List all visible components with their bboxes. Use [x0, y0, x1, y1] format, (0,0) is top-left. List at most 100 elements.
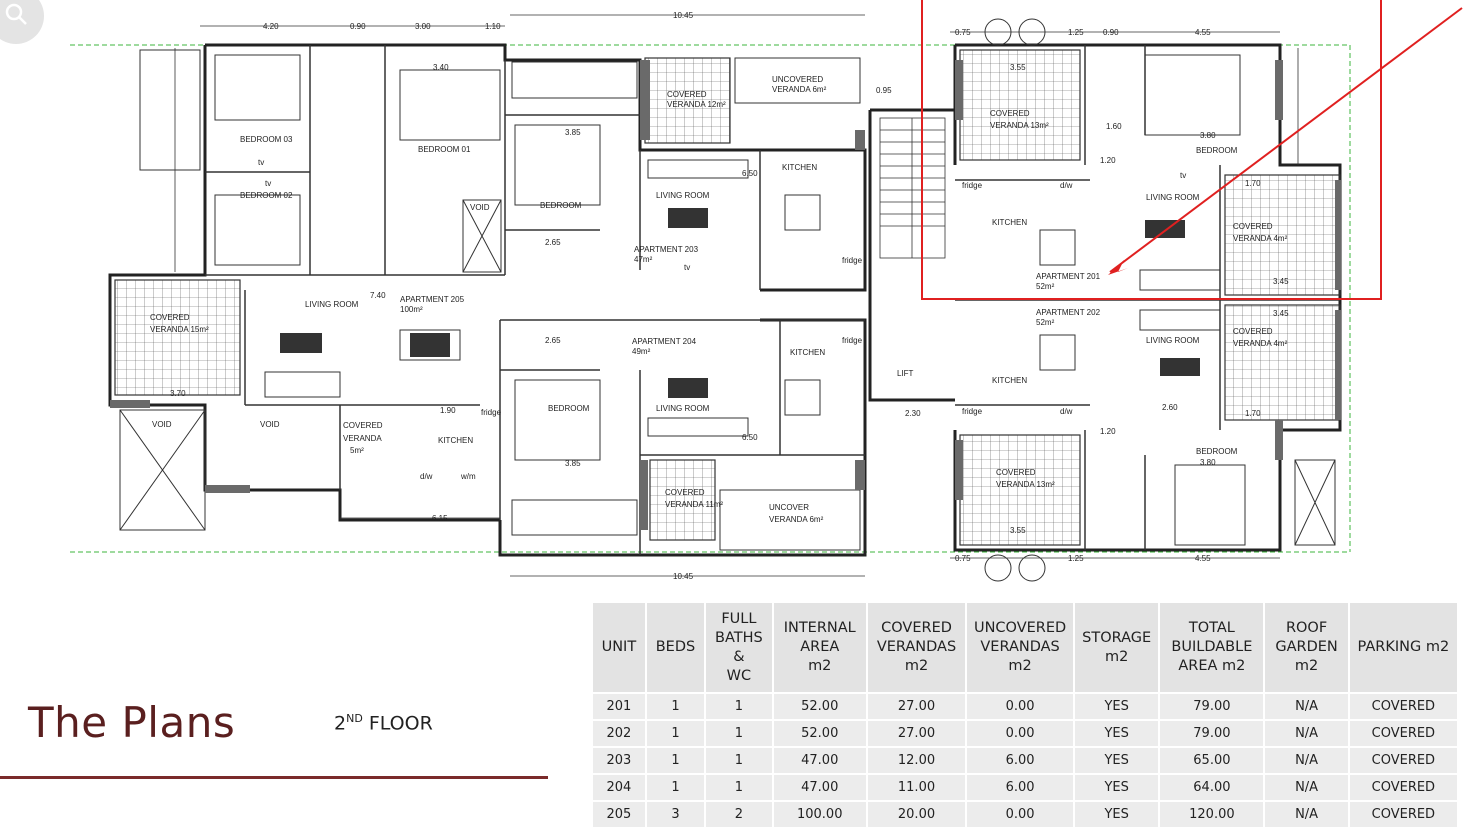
- veranda-label: VERANDA 13m²: [996, 480, 1055, 489]
- dim-text: 1.70: [1245, 409, 1261, 418]
- dim-text: 3.00: [415, 22, 431, 31]
- table-header-cell: PARKING m2: [1348, 603, 1460, 693]
- table-cell: N/A: [1264, 692, 1350, 720]
- table-header-line: m2: [1104, 648, 1129, 665]
- veranda-label: UNCOVER: [769, 503, 809, 512]
- apartment-203-area: 47m²: [634, 255, 653, 264]
- room-label-bedroom: BEDROOM: [1196, 447, 1238, 456]
- table-cell: 27.00: [866, 719, 968, 747]
- table-cell: 201: [593, 692, 647, 720]
- dim-text: 6.50: [742, 169, 758, 178]
- table-cell: YES: [1073, 692, 1161, 720]
- table-cell: 120.00: [1159, 800, 1266, 827]
- table-cell: YES: [1073, 773, 1161, 801]
- dim-text: 10.45: [673, 11, 694, 20]
- dim-text: 3.70: [170, 389, 186, 398]
- table-cell: 6.00: [966, 773, 1075, 801]
- apartment-204-area: 49m²: [632, 347, 651, 356]
- table-header-cell: UNCOVERED VERANDAS m2: [966, 603, 1075, 693]
- void-label: VOID: [152, 420, 172, 429]
- room-label-living: LIVING ROOM: [656, 404, 710, 413]
- table-cell: YES: [1073, 746, 1161, 774]
- table-cell: 0.00: [966, 800, 1075, 827]
- interior-walls: [205, 45, 1340, 555]
- dim-text: 6.50: [742, 433, 758, 442]
- fixture-label: tv: [265, 179, 271, 188]
- veranda-label: COVERED: [990, 109, 1030, 118]
- room-label-kitchen: KITCHEN: [992, 376, 1027, 385]
- table-header-line: TOTAL: [1188, 620, 1235, 636]
- table-cell: 1: [705, 692, 774, 720]
- table-cell: 11.00: [866, 773, 968, 801]
- veranda-label: VERANDA 11m²: [665, 500, 723, 509]
- veranda-label: COVERED: [1233, 327, 1273, 336]
- dim-text: 0.90: [1103, 28, 1119, 37]
- dim-text: 7.40: [370, 291, 386, 300]
- veranda-label: COVERED: [1233, 222, 1273, 231]
- fixture-label: fridge: [842, 256, 863, 265]
- dim-text: 3.80: [1200, 131, 1216, 140]
- table-header-line: BATHS &: [715, 629, 763, 665]
- table-cell: 1: [645, 773, 707, 801]
- table-header-line: AREA m2: [1178, 658, 1246, 674]
- uncovered-areas: [511, 57, 861, 551]
- fixture-label: fridge: [962, 407, 983, 416]
- table-header-line: UNCOVERED: [973, 620, 1067, 636]
- wall-stubs: [110, 60, 1341, 530]
- dim-text: 4.55: [1195, 554, 1211, 563]
- table-cell: 20.00: [866, 800, 968, 827]
- page-title: The Plans: [28, 698, 236, 747]
- table-cell: 1: [705, 719, 774, 747]
- table-cell: 6.00: [966, 746, 1075, 774]
- fixture-label: d/w: [420, 472, 433, 481]
- dim-text: 1.90: [440, 406, 456, 415]
- table-cell: 64.00: [1159, 773, 1266, 801]
- room-label-bedroom-02: BEDROOM 02: [240, 191, 293, 200]
- apartment-205-label: APARTMENT 205: [400, 295, 465, 304]
- table-header-cell: BEDS: [645, 603, 707, 693]
- table-header-line: m2: [808, 658, 832, 674]
- dim-text: 1.60: [1106, 122, 1122, 131]
- dim-text: 3.80: [1200, 458, 1216, 467]
- dim-text: 4.20: [263, 22, 279, 31]
- table-cell: 1: [645, 719, 707, 747]
- fixture-label: tv: [1180, 171, 1186, 180]
- dim-text: 3.55: [1010, 63, 1026, 72]
- table-header-line: WC: [726, 667, 752, 684]
- table-header-line: m2: [1294, 658, 1319, 674]
- table-header-line: COVERED: [881, 620, 952, 636]
- dim-text: 1.10: [485, 22, 501, 31]
- table-cell: 1: [705, 746, 774, 774]
- veranda-label: VERANDA 12m²: [667, 100, 726, 109]
- dim-text: 3.55: [1010, 526, 1026, 535]
- table-cell: 47.00: [772, 773, 868, 801]
- table-cell: 1: [705, 773, 774, 801]
- table-cell: N/A: [1264, 719, 1350, 747]
- table-cell: 203: [593, 746, 647, 774]
- dim-text: 0.90: [350, 22, 366, 31]
- void-label: VOID: [260, 420, 280, 429]
- table-header-line: m2: [1008, 658, 1032, 674]
- table-header-line: VERANDAS: [876, 639, 957, 655]
- table-header-line: VERANDAS: [980, 639, 1060, 655]
- apartment-205-area: 100m²: [400, 305, 423, 314]
- dim-text: 3.85: [565, 459, 581, 468]
- apartment-203-label: APARTMENT 203: [634, 245, 699, 254]
- table-header-line: m2: [904, 658, 929, 674]
- table-cell: 0.00: [966, 692, 1075, 720]
- dim-text: 2.60: [1162, 403, 1178, 412]
- dim-text: 1.25: [1068, 554, 1084, 563]
- table-cell: 79.00: [1159, 719, 1266, 747]
- veranda-label: VERANDA 6m²: [769, 515, 824, 524]
- room-label-bedroom: BEDROOM: [1196, 146, 1238, 155]
- table-cell: COVERED: [1348, 800, 1460, 827]
- dimension-lines: [174, 14, 1299, 577]
- floor-plan-drawing: 4.20 0.90 3.00 1.10 10.45 10.45 0.75 1.2…: [70, 0, 1463, 582]
